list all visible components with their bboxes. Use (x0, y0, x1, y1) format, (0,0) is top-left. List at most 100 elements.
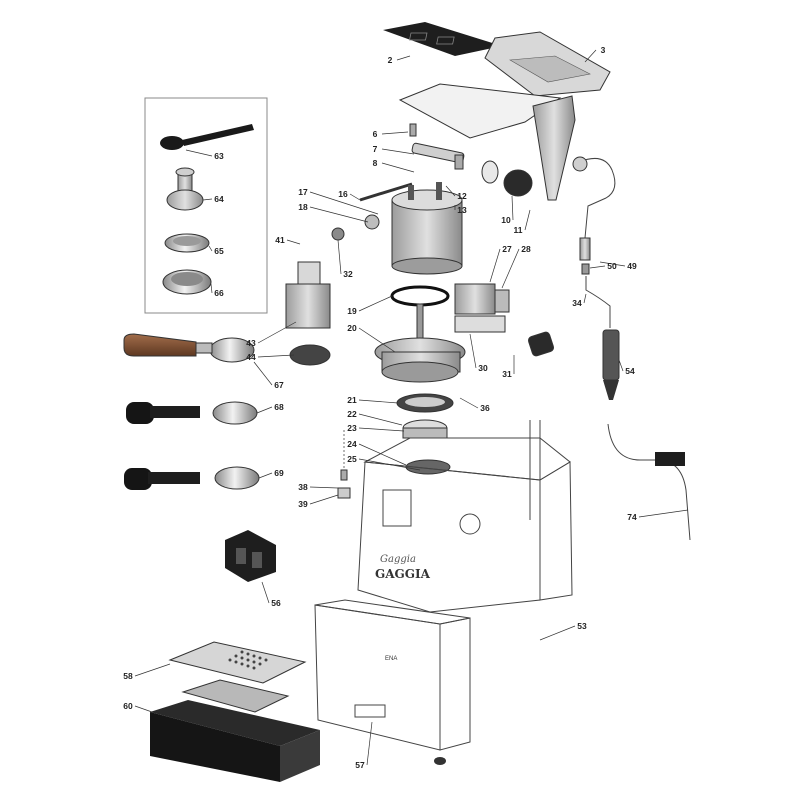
leader-20 (358, 327, 396, 353)
callout-20: 20 (347, 323, 357, 333)
callout-43: 43 (246, 338, 256, 348)
leader-3 (584, 49, 597, 63)
leader-25 (358, 458, 421, 471)
callout-36: 36 (480, 403, 490, 413)
water-funnel (532, 95, 576, 201)
callout-57: 57 (355, 760, 365, 770)
leader-19 (358, 295, 393, 312)
callout-38: 38 (298, 482, 308, 492)
leader-24 (358, 443, 407, 466)
callout-16: 16 (338, 189, 348, 199)
gasket-19 (390, 285, 450, 307)
drip-tray-base (150, 700, 320, 782)
leader-53 (539, 625, 576, 641)
leader-68 (256, 406, 273, 414)
callout-12: 12 (457, 191, 467, 201)
water-reservoir-lid (484, 31, 611, 97)
leader-49 (599, 261, 626, 267)
portafilter-wood (123, 333, 255, 363)
shower-plate-23 (402, 419, 448, 439)
callout-27: 27 (502, 244, 512, 254)
callout-64: 64 (214, 194, 224, 204)
callout-28: 28 (521, 244, 531, 254)
sensor-rod-16 (359, 182, 413, 202)
leader-56 (261, 581, 270, 604)
leader-32 (337, 239, 342, 275)
tray-mark: ENA (385, 656, 397, 662)
callout-19: 19 (347, 306, 357, 316)
portafilter-black-1 (126, 401, 258, 425)
three-way-solenoid (454, 283, 510, 333)
callout-32: 32 (343, 269, 353, 279)
callout-58: 58 (123, 671, 133, 681)
shower-gasket-21 (396, 393, 454, 413)
pump (285, 261, 331, 366)
drip-tray-insert (181, 679, 290, 713)
leader-41 (286, 239, 301, 245)
callout-2: 2 (388, 55, 393, 65)
callout-44: 44 (246, 352, 256, 362)
callout-63: 63 (214, 151, 224, 161)
leader-11 (524, 209, 531, 231)
callout-25: 25 (347, 454, 357, 464)
portafilter-black-2 (124, 466, 260, 490)
filter-basket-double (162, 269, 212, 295)
rocker-switch (225, 530, 276, 582)
callout-49: 49 (627, 261, 637, 271)
screw-6 (409, 123, 417, 137)
callout-22: 22 (347, 409, 357, 419)
leader-lines (134, 49, 689, 766)
drip-grid-holes (228, 650, 268, 670)
boiler (391, 182, 463, 275)
callout-21: 21 (347, 395, 357, 405)
leader-2 (396, 55, 411, 61)
measuring-scoop (160, 124, 254, 150)
leader-65 (208, 245, 213, 252)
callout-50: 50 (607, 261, 617, 271)
drip-tray: ENA (314, 599, 471, 751)
leader-30 (469, 333, 477, 369)
brand-logo: GAGGIA (375, 567, 431, 581)
leader-10 (511, 195, 514, 221)
callout-23: 23 (347, 423, 357, 433)
filter-basket-single (164, 233, 210, 253)
spring-32 (331, 227, 345, 241)
leader-16 (349, 193, 361, 201)
leader-18 (309, 206, 369, 223)
leader-50 (589, 265, 606, 269)
leader-36 (459, 397, 479, 409)
drip-grid (168, 641, 307, 684)
callout-34: 34 (572, 298, 582, 308)
leader-58 (134, 663, 171, 677)
dispersion-screen-24 (405, 459, 451, 475)
leader-8 (381, 162, 415, 173)
leader-44 (257, 354, 295, 358)
steam-wand-assembly (572, 156, 620, 400)
leader-38 (309, 486, 339, 489)
brew-group (374, 303, 466, 383)
callout-3: 3 (601, 45, 606, 55)
callout-68: 68 (274, 402, 284, 412)
steam-knob (481, 160, 533, 197)
callout-7: 7 (373, 144, 378, 154)
leader-63 (185, 149, 213, 157)
callout-60: 60 (123, 701, 133, 711)
steam-pipe-74 (607, 423, 691, 541)
leader-17 (309, 191, 379, 215)
pressure-regulator-30 (527, 331, 555, 357)
leader-21 (358, 399, 399, 404)
cup-warmer-grid (383, 22, 502, 56)
callout-65: 65 (214, 246, 224, 256)
callout-17: 17 (298, 187, 308, 197)
foot-53 (434, 757, 446, 765)
callout-54: 54 (625, 366, 635, 376)
leader-6 (381, 131, 409, 135)
callout-53: 53 (577, 621, 587, 631)
callout-67: 67 (274, 380, 284, 390)
callout-30: 30 (478, 363, 488, 373)
leader-7 (381, 148, 415, 155)
brand-script: Gaggia (380, 554, 416, 565)
callout-11: 11 (514, 225, 523, 235)
